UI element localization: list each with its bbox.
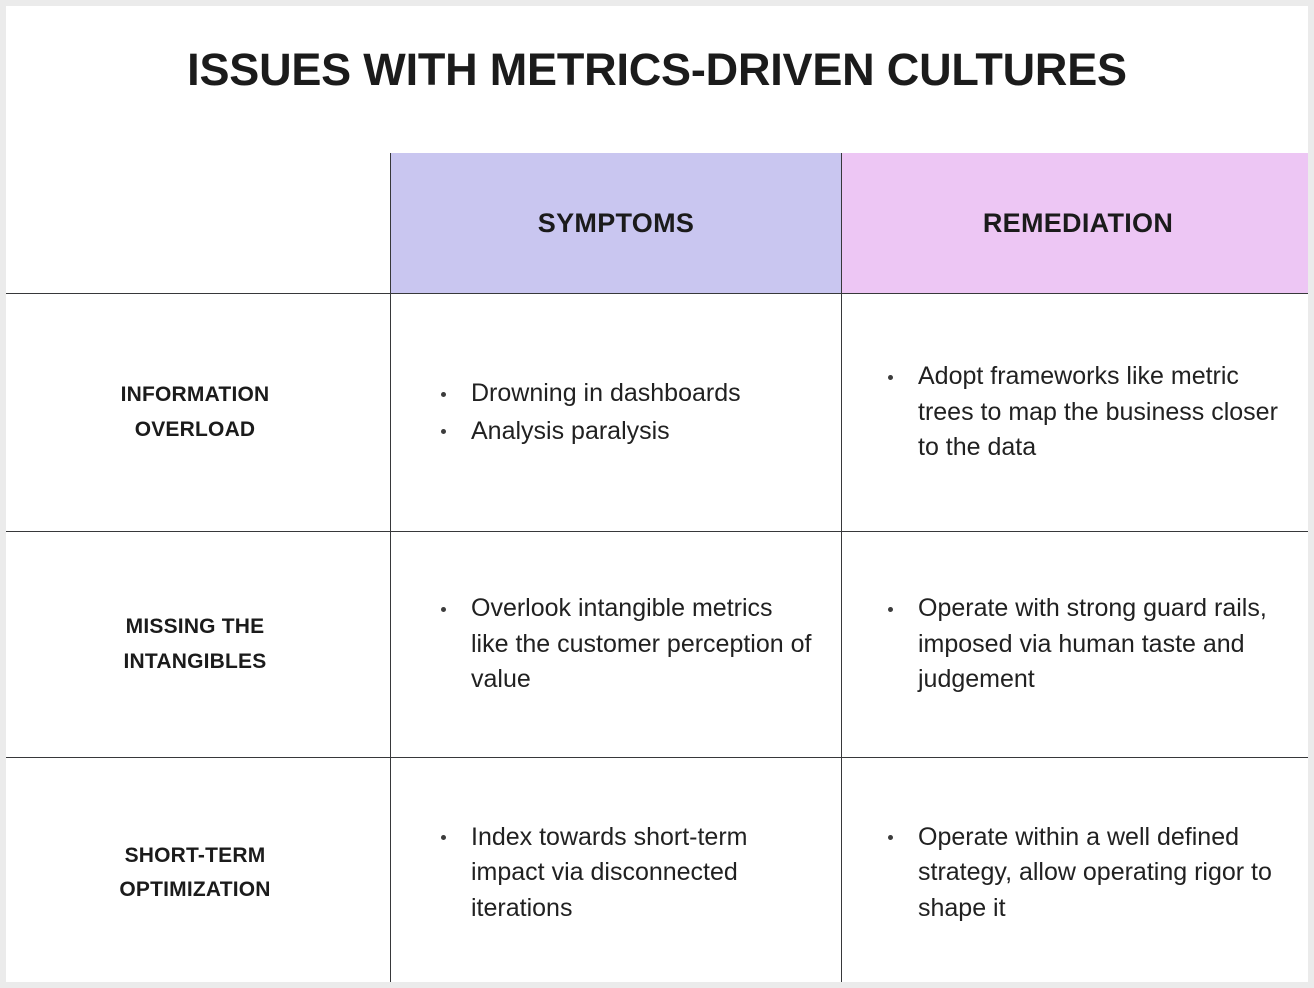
table-row: SHORT-TERM OPTIMIZATION Index towards sh… bbox=[0, 758, 1314, 988]
issues-matrix-table: SYMPTOMS REMEDIATION INFORMATION OVERLOA… bbox=[0, 153, 1314, 988]
row-symptoms-short-term-optimization: Index towards short-term impact via disc… bbox=[391, 758, 841, 988]
list-item: Overlook intangible metrics like the cus… bbox=[435, 591, 815, 698]
row-category-information-overload: INFORMATION OVERLOAD bbox=[0, 294, 390, 531]
list-item: Operate within a well defined strategy, … bbox=[882, 820, 1284, 927]
row-category-line-1: MISSING THE bbox=[125, 615, 265, 639]
bullet-dot-icon bbox=[441, 606, 446, 612]
bullet-dot-icon bbox=[441, 391, 446, 397]
list-item-text: Overlook intangible metrics like the cus… bbox=[471, 594, 812, 694]
page-edge-right bbox=[1308, 0, 1314, 988]
bullet-dot-icon bbox=[888, 606, 893, 612]
row-category-missing-the-intangibles: MISSING THE INTANGIBLES bbox=[0, 532, 390, 757]
bullet-dot-icon bbox=[441, 835, 446, 841]
row-category-line-1: INFORMATION bbox=[120, 383, 270, 407]
list-item: Index towards short-term impact via disc… bbox=[435, 820, 815, 927]
column-header-symptoms: SYMPTOMS bbox=[391, 153, 841, 293]
grid-line-row1-bottom bbox=[0, 531, 1314, 532]
table-row: MISSING THE INTANGIBLES Overlook intangi… bbox=[0, 532, 1314, 757]
list-item: Drowning in dashboards bbox=[435, 376, 815, 412]
remediation-bullet-list: Operate with strong guard rails, imposed… bbox=[882, 591, 1284, 698]
column-header-symptoms-label: SYMPTOMS bbox=[537, 207, 695, 238]
grid-line-header-bottom bbox=[0, 293, 1314, 294]
list-item-text: Analysis paralysis bbox=[471, 416, 670, 445]
row-remediation-missing-the-intangibles: Operate with strong guard rails, imposed… bbox=[842, 532, 1314, 757]
remediation-bullet-list: Adopt frameworks like metric trees to ma… bbox=[882, 359, 1284, 466]
row-category-line-2: OPTIMIZATION bbox=[119, 878, 271, 901]
list-item-text: Index towards short-term impact via disc… bbox=[471, 822, 748, 922]
symptoms-bullet-list: Index towards short-term impact via disc… bbox=[435, 820, 815, 927]
bullet-dot-icon bbox=[888, 374, 893, 380]
row-category-line-2: OVERLOAD bbox=[134, 417, 256, 441]
row-symptoms-information-overload: Drowning in dashboards Analysis paralysi… bbox=[391, 294, 841, 531]
table-row: INFORMATION OVERLOAD Drowning in dashboa… bbox=[0, 294, 1314, 531]
page-title: ISSUES WITH METRICS-DRIVEN CULTURES bbox=[187, 44, 1127, 95]
list-item-text: Operate with strong guard rails, imposed… bbox=[918, 594, 1267, 694]
row-remediation-information-overload: Adopt frameworks like metric trees to ma… bbox=[842, 294, 1314, 531]
page-edge-top bbox=[0, 0, 1314, 6]
row-category-line-2: INTANGIBLES bbox=[123, 649, 267, 673]
grid-line-col2-right bbox=[841, 153, 842, 988]
grid-line-col1-right bbox=[390, 153, 391, 988]
remediation-bullet-list: Operate within a well defined strategy, … bbox=[882, 820, 1284, 927]
list-item: Operate with strong guard rails, imposed… bbox=[882, 591, 1284, 698]
page-edge-bottom bbox=[0, 982, 1314, 988]
bullet-dot-icon bbox=[888, 835, 893, 841]
list-item: Adopt frameworks like metric trees to ma… bbox=[882, 359, 1284, 466]
list-item-text: Adopt frameworks like metric trees to ma… bbox=[918, 362, 1278, 462]
page-edge-left bbox=[0, 0, 6, 988]
list-item-text: Drowning in dashboards bbox=[471, 379, 741, 407]
row-category-short-term-optimization: SHORT-TERM OPTIMIZATION bbox=[0, 758, 390, 988]
grid-line-row2-bottom bbox=[0, 757, 1314, 758]
row-category-line-1: SHORT-TERM bbox=[124, 843, 266, 867]
symptoms-bullet-list: Overlook intangible metrics like the cus… bbox=[435, 591, 815, 698]
symptoms-bullet-list: Drowning in dashboards Analysis paralysi… bbox=[435, 376, 815, 449]
column-header-remediation: REMEDIATION bbox=[842, 153, 1314, 293]
row-symptoms-missing-the-intangibles: Overlook intangible metrics like the cus… bbox=[391, 532, 841, 757]
list-item: Analysis paralysis bbox=[435, 414, 815, 450]
column-header-remediation-label: REMEDIATION bbox=[982, 207, 1174, 238]
row-remediation-short-term-optimization: Operate within a well defined strategy, … bbox=[842, 758, 1314, 988]
bullet-dot-icon bbox=[441, 429, 446, 434]
list-item-text: Operate within a well defined strategy, … bbox=[918, 822, 1272, 922]
